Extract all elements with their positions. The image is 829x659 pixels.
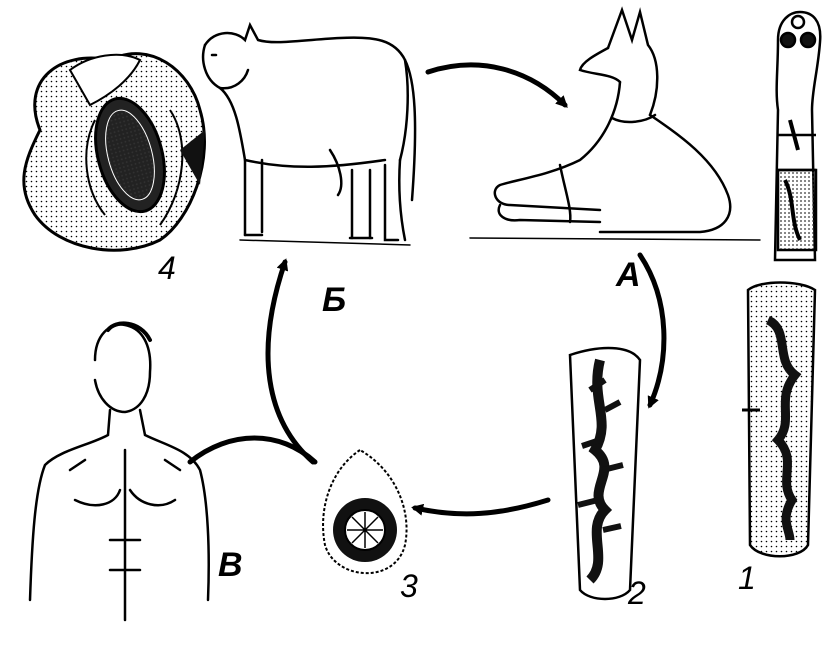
proglottid-icon <box>570 348 640 599</box>
tapeworm-icon <box>775 12 820 260</box>
label-stage-2: 2 <box>628 577 646 609</box>
dog-icon <box>470 10 760 240</box>
human-icon <box>30 323 209 620</box>
cyst-icon <box>24 54 205 251</box>
label-stage-1: 1 <box>738 562 756 594</box>
cow-icon <box>203 25 415 245</box>
egg-icon <box>323 450 406 573</box>
label-host-cow: Б <box>322 283 346 317</box>
label-host-dog: А <box>616 258 641 292</box>
label-stage-3: 3 <box>400 570 418 602</box>
label-stage-4: 4 <box>158 252 176 284</box>
proglottid-icon <box>742 283 815 557</box>
label-host-human: В <box>218 548 243 582</box>
